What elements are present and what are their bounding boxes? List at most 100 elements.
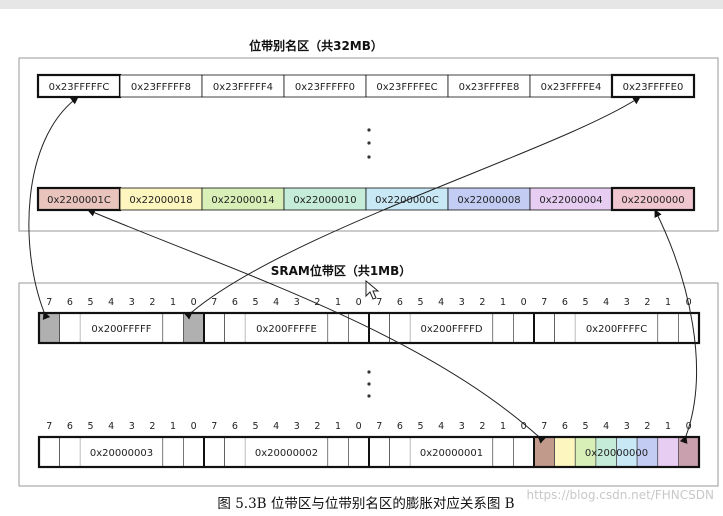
sram-bottom-byte-address: 0x20000000 — [585, 448, 648, 459]
alias-bottom-cell-label: 0x2200001C — [47, 195, 111, 206]
sram-bottom-bit-cell — [410, 437, 431, 467]
sram-bottom-bit-cell — [657, 436, 679, 468]
sram-bottom-bit-cell — [80, 437, 101, 467]
bit-number-label: 4 — [108, 421, 114, 432]
bit-number-label: 6 — [67, 421, 73, 432]
sram-top-bit-cell — [389, 312, 411, 344]
bit-number-label: 4 — [603, 297, 609, 308]
bit-number-label: 1 — [665, 297, 671, 308]
bit-number-label: 3 — [129, 297, 135, 308]
arrow-bit7-top-to-23FFFFFC — [28, 96, 79, 320]
alias-top-cell-label: 0x23FFFFEC — [376, 82, 437, 93]
sram-top-bit-cell — [657, 312, 679, 344]
sram-bottom-bit-cell — [307, 437, 328, 467]
bit-number-label: 7 — [541, 421, 547, 432]
sram-bottom-bit-cell — [59, 436, 81, 468]
sram-top-bit-cell — [554, 312, 576, 344]
bit-number-label: 2 — [149, 297, 155, 308]
ellipsis-dot — [367, 394, 371, 398]
alias-bottom-cell-label: 0x22000010 — [293, 195, 356, 206]
window-top-strip — [0, 0, 723, 9]
sram-top-bit-cell — [162, 312, 184, 344]
mouse-cursor-icon — [365, 279, 380, 300]
sram-bottom-bit-cell — [492, 436, 514, 468]
sram-bottom-bit-cell — [513, 436, 535, 468]
bit-number-label: 2 — [149, 421, 155, 432]
alias-top-cell-label: 0x23FFFFFC — [49, 82, 110, 93]
ellipsis-dot — [367, 155, 371, 159]
alias-top-cell-label: 0x23FFFFE4 — [541, 82, 602, 93]
bit-number-label: 6 — [562, 421, 568, 432]
alias-top-cell-label: 0x23FFFFF0 — [295, 82, 355, 93]
bit-number-label: 6 — [397, 421, 403, 432]
bit-number-label: 2 — [644, 421, 650, 432]
bit-number-label: 2 — [314, 421, 320, 432]
sram-bottom-bit-cell — [224, 436, 246, 468]
sram-top-bit-cell — [327, 312, 349, 344]
sram-bottom-bit-cell — [286, 437, 308, 467]
sram-bottom-byte-address: 0x20000002 — [255, 448, 318, 459]
sram-region-title: SRAM位带区（共1MB） — [271, 263, 412, 278]
sram-bottom-bit-cell — [100, 437, 122, 467]
sram-bottom-bit-cell — [183, 436, 205, 468]
bit-number-label: 7 — [46, 421, 52, 432]
bit-number-label: 4 — [603, 421, 609, 432]
sram-top-bit-cell — [595, 313, 617, 343]
alias-region-title: 位带别名区（共32MB） — [249, 38, 383, 53]
bit-number-label: 1 — [335, 297, 341, 308]
bit-number-label: 5 — [253, 421, 259, 432]
bit-number-label: 3 — [459, 297, 465, 308]
bit-number-label: 0 — [191, 297, 197, 308]
bit-number-label: 5 — [418, 297, 424, 308]
bit-number-label: 2 — [644, 297, 650, 308]
sram-bottom-bit-cell — [554, 436, 576, 468]
bit-number-label: 3 — [459, 421, 465, 432]
bit-number-label: 5 — [583, 297, 589, 308]
alias-top-cell-label: 0x23FFFFE0 — [623, 82, 684, 93]
bit-number-label: 2 — [479, 297, 485, 308]
arrow-bit0-bottom-to-22000000 — [654, 209, 697, 444]
sram-bottom-bit-cell — [389, 436, 411, 468]
bit-number-label: 1 — [500, 421, 506, 432]
bit-number-label: 0 — [521, 297, 527, 308]
sram-top-bit-cell — [203, 312, 225, 344]
sram-bottom-bit-cell — [368, 436, 390, 468]
bit-number-label: 1 — [170, 297, 176, 308]
bit-number-label: 7 — [376, 421, 382, 432]
alias-top-cell-label: 0x23FFFFF8 — [131, 82, 191, 93]
bit-number-label: 1 — [500, 297, 506, 308]
bit-number-label: 7 — [46, 297, 52, 308]
bit-number-label: 0 — [356, 297, 362, 308]
bit-number-label: 6 — [232, 297, 238, 308]
sram-top-bit-cell — [38, 312, 60, 344]
bit-number-label: 1 — [665, 421, 671, 432]
bit-number-label: 0 — [356, 421, 362, 432]
sram-bottom-bit-cell — [472, 437, 493, 467]
bit-number-label: 7 — [211, 421, 217, 432]
alias-bottom-cell-label: 0x22000004 — [539, 195, 602, 206]
sram-bottom-bit-cell — [678, 436, 700, 468]
sram-bottom-byte-address: 0x20000003 — [90, 448, 153, 459]
bit-number-label: 5 — [88, 421, 94, 432]
sram-bottom-bit-cell — [533, 436, 555, 468]
sram-top-byte-address: 0x200FFFFD — [420, 324, 482, 335]
bit-number-label: 4 — [438, 421, 444, 432]
sram-top-bit-cell — [533, 312, 555, 344]
mapping-arrows — [28, 96, 697, 444]
bit-number-label: 0 — [521, 421, 527, 432]
bit-number-label: 7 — [211, 297, 217, 308]
alias-bottom-cell-label: 0x22000018 — [129, 195, 192, 206]
sram-top-bit-cell — [678, 312, 700, 344]
bit-number-label: 3 — [294, 421, 300, 432]
sram-bottom-bit-cell — [121, 437, 143, 467]
sram-top-bit-cell — [183, 312, 205, 344]
sram-top-bit-cell — [224, 312, 246, 344]
sram-top-bit-cell — [513, 312, 535, 344]
ellipsis-dot — [367, 141, 371, 145]
figure-caption: 图 5.3B 位带区与位带别名区的膨胀对应关系图 B — [217, 495, 514, 512]
alias-bottom-cell-label: 0x22000000 — [621, 195, 684, 206]
sram-bottom-bit-cell — [162, 436, 184, 468]
